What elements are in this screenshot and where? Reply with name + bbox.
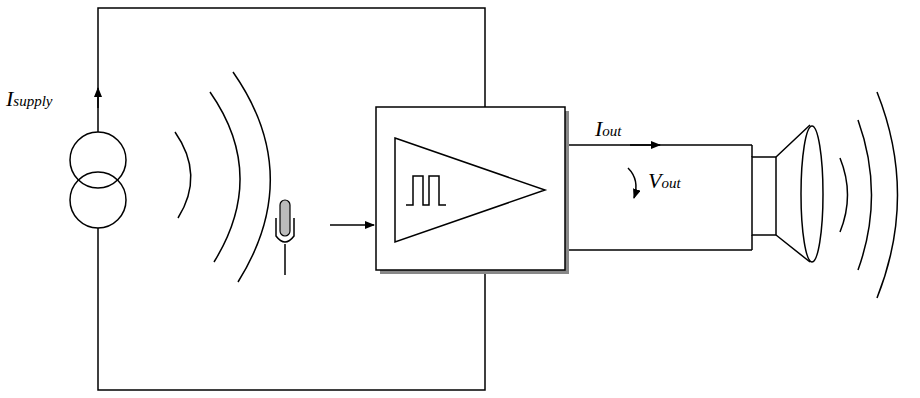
sound-wave: [210, 92, 240, 262]
source-circle: [70, 172, 126, 228]
pulse-symbol: [406, 176, 446, 205]
signal-label: Iout: [595, 118, 622, 140]
output-wire: [751, 145, 753, 157]
sound-wave: [858, 120, 872, 270]
sound-wave: [877, 92, 898, 298]
signal-label: Vout: [648, 170, 681, 192]
signal-label: Isupply: [6, 88, 53, 110]
sound-wave: [233, 72, 270, 282]
sound-wave: [840, 158, 848, 232]
amplifier-box: [376, 107, 565, 270]
output-wire: [565, 144, 752, 146]
current-arrow: [630, 144, 660, 146]
sound-wave: [175, 132, 191, 218]
speaker-cone: [801, 126, 823, 262]
speaker-magnet: [752, 157, 776, 235]
voltage-arrow: [628, 168, 636, 198]
microphone-capsule: [280, 200, 290, 236]
signal-arrow: [330, 224, 374, 226]
amplifier-triangle: [395, 138, 545, 242]
output-wire: [565, 249, 752, 251]
current-arrow: [97, 88, 99, 108]
output-wire: [751, 235, 753, 250]
microphone-stem: [284, 244, 286, 275]
